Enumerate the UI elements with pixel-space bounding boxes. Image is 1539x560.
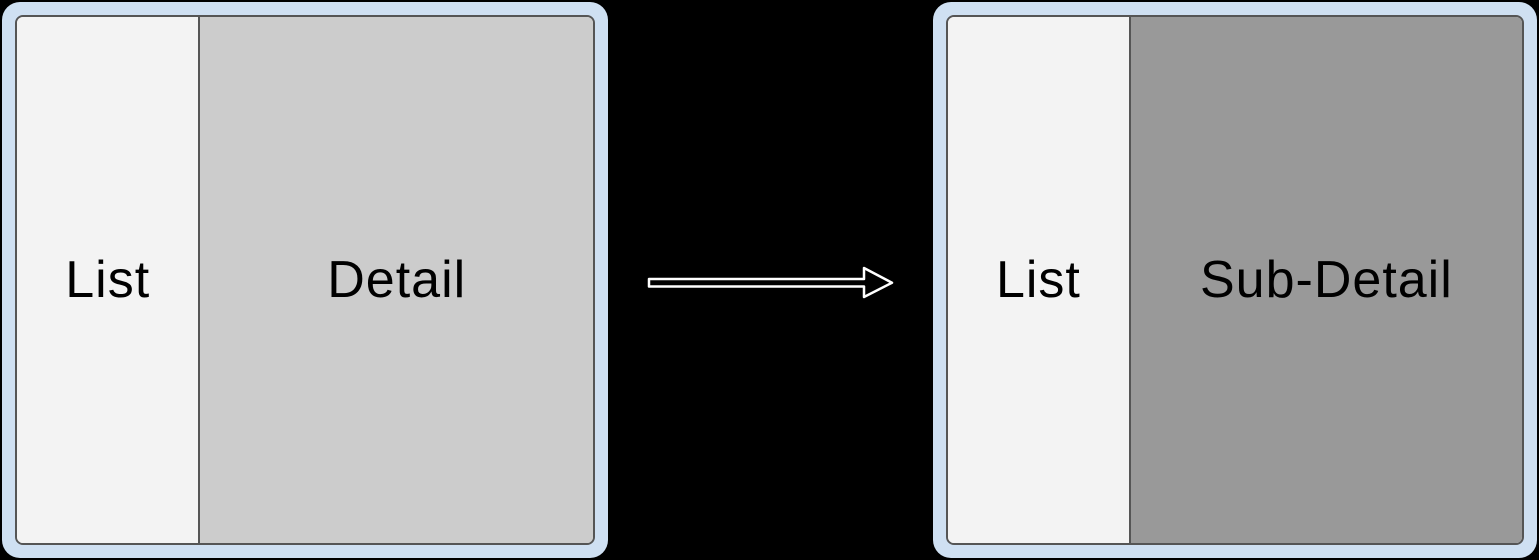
before-device-frame: List Detail [2,2,608,558]
after-list-label: List [995,251,1081,309]
before-list-label: List [65,251,151,309]
after-screen: List Sub-Detail [946,15,1524,545]
right-arrow-shape [647,266,894,299]
before-detail-pane: Detail [198,17,593,543]
after-sub-detail-label: Sub-Detail [1200,251,1453,309]
before-list-pane: List [17,17,199,543]
after-list-pane: List [948,17,1129,543]
before-detail-label: Detail [327,251,467,309]
after-device-frame: List Sub-Detail [933,2,1537,558]
after-sub-detail-pane: Sub-Detail [1128,17,1522,543]
before-screen: List Detail [15,15,595,545]
right-arrow-icon [647,266,894,299]
